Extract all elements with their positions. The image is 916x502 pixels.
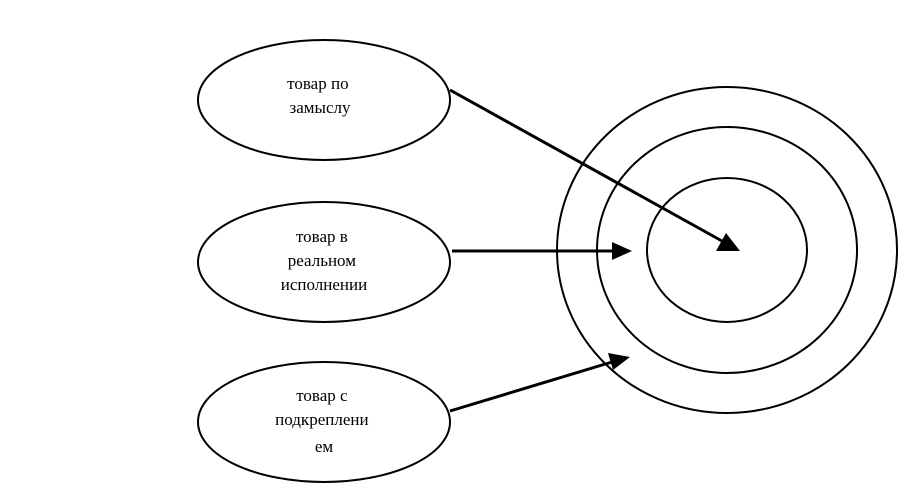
node-augmented-label-line: подкреплени xyxy=(275,410,368,429)
node-actual-oval xyxy=(197,201,451,323)
node-concept-label: товар по замыслу xyxy=(287,74,353,117)
node-actual: товар в реальном исполнении xyxy=(197,201,451,323)
node-augmented-label-line: товар с xyxy=(296,386,348,405)
node-concept-oval xyxy=(197,39,451,161)
node-augmented-oval xyxy=(197,361,451,483)
node-concept-label-line: товар по xyxy=(287,74,348,93)
node-actual-label-line: товар в xyxy=(296,227,348,246)
arrow-actual-to-inner-ring xyxy=(452,242,632,260)
arrows xyxy=(449,88,740,413)
arrow-concept-to-center xyxy=(449,88,740,251)
node-concept-label-line: замыслу xyxy=(290,98,351,117)
node-actual-label-line: реальном xyxy=(288,251,356,270)
node-actual-label: товар в реальном исполнении xyxy=(281,227,367,294)
node-augmented: товар с подкреплени ем xyxy=(197,361,451,483)
target-inner-ring xyxy=(646,177,808,323)
arrow-augmented-to-middle-ring xyxy=(449,353,630,413)
node-augmented-label-line: ем xyxy=(315,437,334,456)
node-concept: товар по замыслу xyxy=(197,39,451,161)
node-actual-label-line: исполнении xyxy=(281,275,367,294)
node-augmented-label: товар с подкреплени ем xyxy=(275,386,373,456)
